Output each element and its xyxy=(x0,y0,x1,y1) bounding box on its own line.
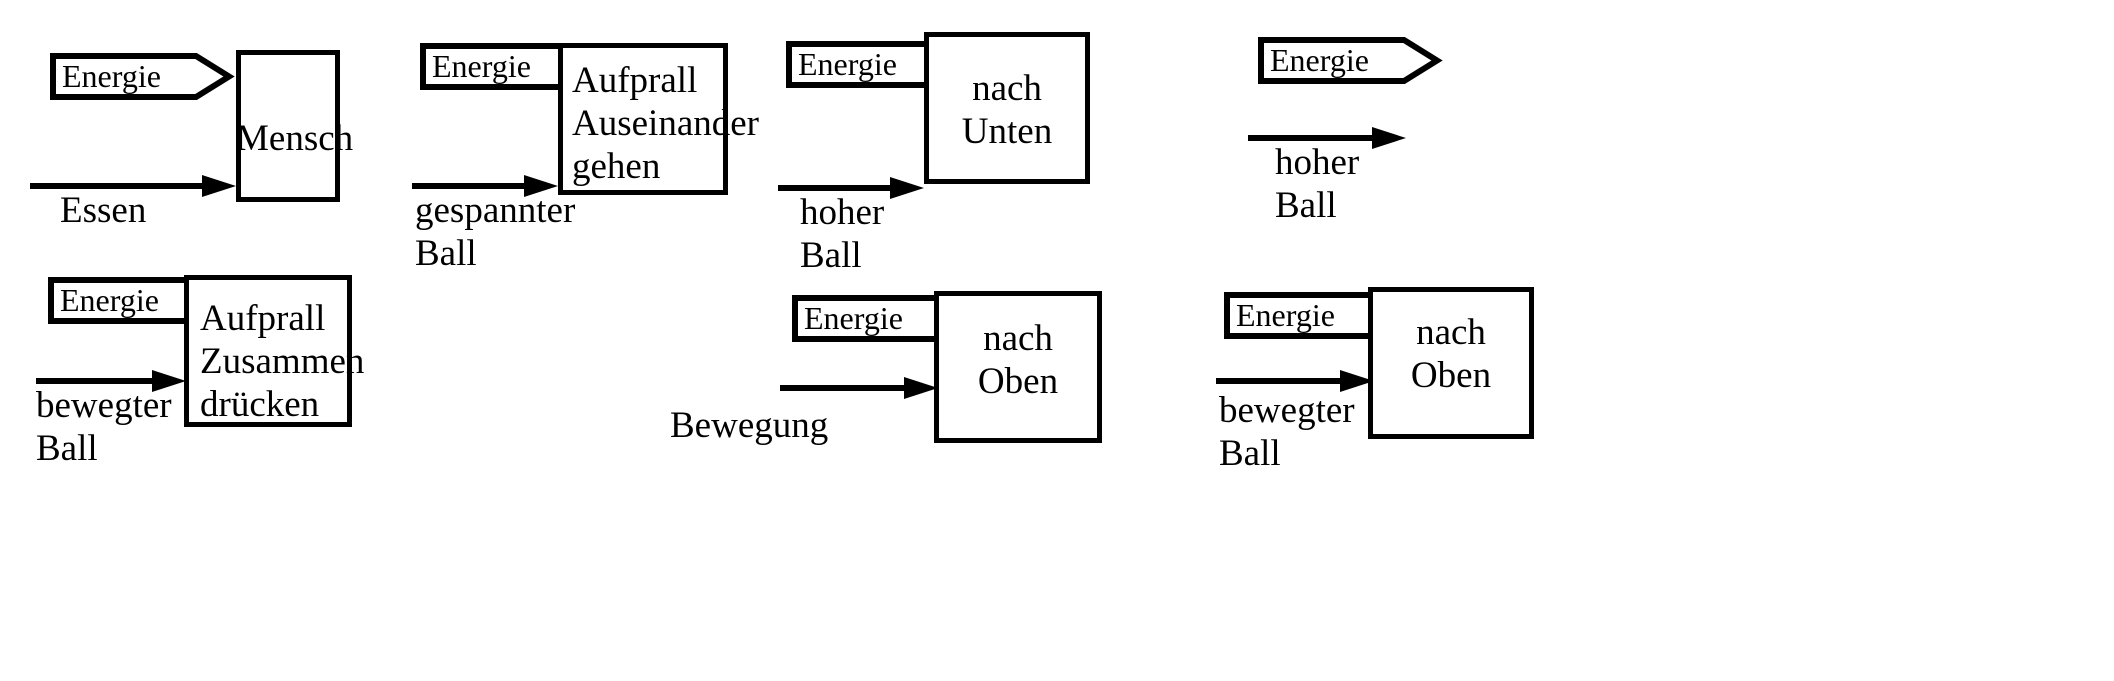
flow-label-unit-3: hoher Ball xyxy=(800,192,885,276)
process-box-unit-3 xyxy=(924,32,1090,184)
process-box-label-unit-3: nach Unten xyxy=(961,68,1053,152)
energie-tag-label: Energie xyxy=(432,47,531,84)
process-box-label-unit-1: Mensch xyxy=(236,118,354,159)
input-arrow-unit-4 xyxy=(1248,125,1408,151)
flow-label-unit-7: bewegter Ball xyxy=(1219,390,1355,474)
process-box-label-unit-7: nach Oben xyxy=(1410,312,1492,396)
input-arrow-unit-5 xyxy=(36,368,188,394)
energie-tag-unit-4: Energie xyxy=(1258,37,1443,84)
input-arrow-unit-3 xyxy=(778,175,926,201)
process-box-unit-5 xyxy=(184,275,352,427)
process-box-unit-1 xyxy=(236,50,340,202)
input-arrow-unit-1 xyxy=(30,173,238,199)
process-box-unit-7 xyxy=(1368,287,1534,439)
energie-tag-label: Energie xyxy=(1270,41,1369,78)
flow-label-unit-2: gespannter Ball xyxy=(415,190,576,274)
energie-tag-label: Energie xyxy=(1236,296,1335,333)
process-box-unit-6 xyxy=(934,291,1102,443)
energie-tag-label: Energie xyxy=(60,281,159,318)
process-box-unit-2 xyxy=(558,43,728,195)
input-arrow-unit-2 xyxy=(412,173,560,199)
input-arrow-unit-6 xyxy=(780,375,940,401)
energie-tag-unit-5: Energie xyxy=(48,277,233,324)
energie-tag-label: Energie xyxy=(798,45,897,82)
energie-tag-unit-6: Energie xyxy=(792,295,977,342)
flow-label-unit-4: hoher Ball xyxy=(1275,142,1360,226)
process-box-label-unit-6: nach Oben xyxy=(977,318,1059,402)
energie-tag-unit-1: Energie xyxy=(50,53,235,100)
energie-tag-label: Energie xyxy=(804,299,903,336)
flow-label-unit-5: bewegter Ball xyxy=(36,385,172,469)
energie-tag-label: Energie xyxy=(62,57,161,94)
flow-label-unit-6: Bewegung xyxy=(670,405,829,446)
input-arrow-unit-7 xyxy=(1216,368,1376,394)
process-box-label-unit-5: Aufprall Zusammen drücken xyxy=(200,298,365,425)
process-box-label-unit-2: Aufprall Auseinander gehen xyxy=(572,60,759,187)
flow-label-unit-1: Essen xyxy=(60,190,147,231)
